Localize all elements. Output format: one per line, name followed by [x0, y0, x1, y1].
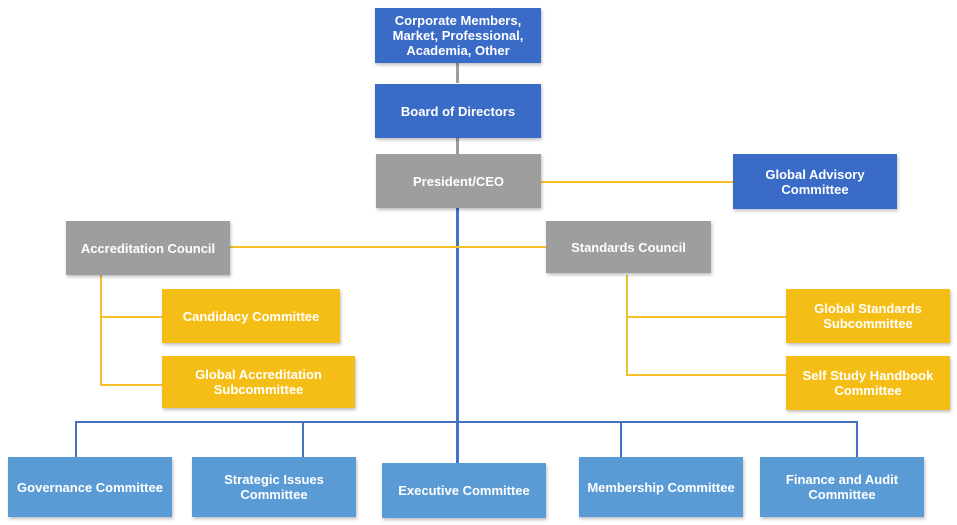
standards-council-label: Standards Council	[571, 239, 686, 255]
strategic-issues-committee-box: Strategic Issues Committee	[192, 457, 356, 517]
connector-president-trunk	[456, 208, 459, 464]
governance-committee-label: Governance Committee	[17, 479, 163, 495]
connector-global-standards	[626, 316, 786, 318]
membership-committee-box: Membership Committee	[579, 457, 743, 517]
global-advisory-box: Global Advisory Committee	[733, 154, 897, 209]
connector-board-president	[456, 138, 459, 154]
governance-committee-box: Governance Committee	[8, 457, 172, 517]
strategic-issues-committee-label: Strategic Issues Committee	[224, 472, 324, 502]
global-standards-label: Global Standards Subcommittee	[814, 301, 922, 331]
membership-committee-label: Membership Committee	[587, 479, 735, 495]
connector-strategic	[302, 421, 304, 457]
connector-councils	[230, 246, 546, 248]
connector-president-advisory	[540, 181, 733, 183]
global-advisory-label: Global Advisory Committee	[765, 166, 865, 197]
connector-governance	[75, 421, 77, 457]
members-box: Corporate Members, Market, Professional,…	[375, 8, 541, 63]
candidacy-label: Candidacy Committee	[182, 308, 320, 324]
connector-self-study	[626, 374, 786, 376]
board-box: Board of Directors	[375, 84, 541, 138]
connector-members-board	[456, 62, 459, 83]
connector-membership	[620, 421, 622, 457]
president-box: President/CEO	[376, 154, 541, 208]
finance-audit-committee-label: Finance and Audit Committee	[785, 472, 899, 502]
finance-audit-committee-box: Finance and Audit Committee	[760, 457, 924, 517]
global-standards-box: Global Standards Subcommittee	[786, 289, 950, 343]
accreditation-council-label: Accreditation Council	[80, 240, 216, 256]
accreditation-council-box: Accreditation Council	[66, 221, 230, 275]
president-label: President/CEO	[412, 173, 505, 189]
candidacy-box: Candidacy Committee	[162, 289, 340, 343]
connector-standards-vertical	[626, 275, 628, 376]
connector-candidacy	[100, 316, 162, 318]
standards-council-box: Standards Council	[546, 221, 711, 273]
self-study-label: Self Study Handbook Committee	[802, 368, 934, 398]
members-label: Corporate Members, Market, Professional,…	[392, 13, 524, 58]
board-label: Board of Directors	[400, 103, 516, 119]
global-accreditation-box: Global Accreditation Subcommittee	[162, 356, 355, 408]
self-study-box: Self Study Handbook Committee	[786, 356, 950, 410]
executive-committee-box: Executive Committee	[382, 463, 546, 518]
connector-accreditation-vertical	[100, 275, 102, 386]
connector-finance	[856, 421, 858, 457]
global-accreditation-label: Global Accreditation Subcommittee	[195, 367, 322, 397]
executive-committee-label: Executive Committee	[398, 483, 530, 498]
connector-global-accreditation	[100, 384, 162, 386]
connector-committees-horizontal	[75, 421, 858, 423]
